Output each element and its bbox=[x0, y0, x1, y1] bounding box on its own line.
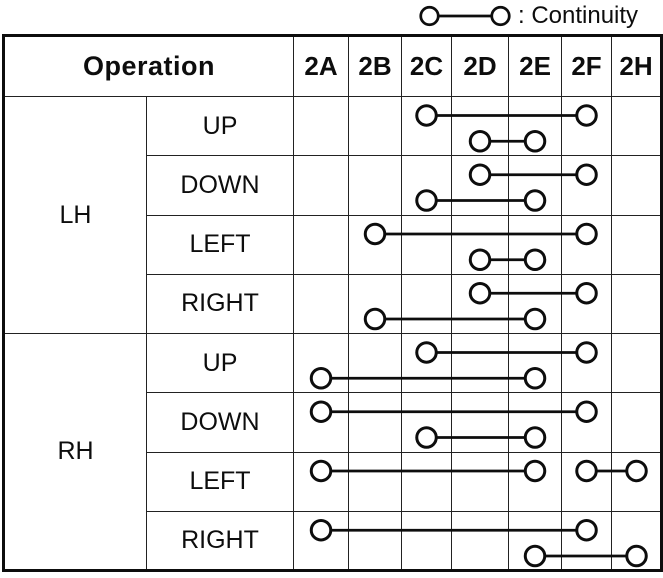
grid-cell bbox=[293, 510, 350, 572]
terminal-header-2b: 2B bbox=[348, 35, 403, 97]
grid-cell bbox=[561, 273, 613, 335]
grid-cell bbox=[508, 392, 563, 453]
grid-cell bbox=[401, 273, 453, 335]
grid-cell bbox=[561, 214, 613, 275]
grid-cell bbox=[348, 214, 403, 275]
grid-cell bbox=[348, 332, 403, 394]
direction-label: DOWN bbox=[145, 392, 295, 453]
operation-row: RH UP bbox=[3, 332, 663, 571]
grid-cell bbox=[611, 510, 663, 572]
grid-cell bbox=[561, 95, 613, 157]
grid-cell bbox=[611, 214, 663, 275]
grid-cell bbox=[611, 332, 663, 394]
grid-cell bbox=[611, 95, 663, 157]
terminal-header-2e: 2E bbox=[508, 35, 563, 97]
grid-cell bbox=[293, 392, 350, 453]
grid-cell bbox=[451, 451, 510, 512]
group-label-rh: RH bbox=[3, 333, 147, 571]
grid-cell bbox=[401, 95, 453, 157]
table-region: Operation 2A 2B 2C 2D 2E 2F 2H LH UP DO bbox=[2, 34, 663, 572]
grid-cell bbox=[561, 332, 613, 394]
grid-cell bbox=[611, 273, 663, 335]
grid-cell bbox=[451, 155, 510, 216]
grid-cell bbox=[561, 155, 613, 216]
grid-cell bbox=[451, 392, 510, 453]
terminal-header-2a: 2A bbox=[293, 35, 350, 97]
grid-cell bbox=[451, 510, 510, 572]
grid-cell bbox=[561, 510, 613, 572]
grid-cell bbox=[451, 214, 510, 275]
operation-row: RIGHT bbox=[4, 273, 663, 335]
grid-cell bbox=[451, 95, 510, 157]
grid-cell bbox=[401, 332, 453, 394]
direction-label: UP bbox=[145, 95, 295, 157]
operation-header: Operation bbox=[2, 35, 295, 97]
grid-cell bbox=[348, 273, 403, 335]
header-row: Operation 2A 2B 2C 2D 2E 2F 2H bbox=[2, 35, 663, 97]
grid-cell bbox=[293, 451, 350, 512]
grid-cell bbox=[293, 332, 350, 394]
grid-cell bbox=[293, 214, 350, 275]
terminal-header-2d: 2D bbox=[451, 35, 510, 97]
direction-label: RIGHT bbox=[145, 510, 295, 572]
grid-cell bbox=[401, 155, 453, 216]
grid-cell bbox=[293, 155, 350, 216]
terminal-header-2h: 2H bbox=[611, 35, 663, 97]
group-label-lh: LH bbox=[3, 96, 147, 334]
grid-cell bbox=[348, 155, 403, 216]
operation-row: LEFT bbox=[4, 214, 663, 275]
direction-label: LEFT bbox=[145, 451, 295, 512]
grid-cell bbox=[611, 155, 663, 216]
grid-cell bbox=[348, 95, 403, 157]
continuity-table: Operation 2A 2B 2C 2D 2E 2F 2H LH UP DO bbox=[2, 34, 663, 572]
grid-cell bbox=[293, 95, 350, 157]
grid-cell bbox=[348, 451, 403, 512]
direction-label: DOWN bbox=[145, 155, 295, 216]
grid-cell bbox=[508, 95, 563, 157]
grid-cell bbox=[451, 273, 510, 335]
direction-label: LEFT bbox=[145, 214, 295, 275]
grid-cell bbox=[508, 214, 563, 275]
grid-cell bbox=[451, 332, 510, 394]
grid-cell bbox=[401, 214, 453, 275]
grid-cell bbox=[401, 392, 453, 453]
grid-cell bbox=[401, 451, 453, 512]
terminal-header-2c: 2C bbox=[401, 35, 453, 97]
terminal-header-2f: 2F bbox=[561, 35, 613, 97]
grid-cell bbox=[508, 155, 563, 216]
grid-cell bbox=[611, 392, 663, 453]
operation-row: LH UP bbox=[3, 95, 663, 334]
grid-cell bbox=[508, 510, 563, 572]
grid-cell bbox=[508, 273, 563, 335]
grid-cell bbox=[561, 392, 613, 453]
continuity-legend: : Continuity bbox=[418, 1, 638, 31]
grid-cell bbox=[561, 451, 613, 512]
grid-cell bbox=[348, 392, 403, 453]
grid-cell bbox=[508, 332, 563, 394]
direction-label: RIGHT bbox=[145, 273, 295, 335]
grid-cell bbox=[401, 510, 453, 572]
continuity-legend-label: : Continuity bbox=[518, 2, 639, 29]
direction-label: UP bbox=[145, 332, 295, 394]
grid-cell bbox=[348, 510, 403, 572]
grid-cell bbox=[293, 273, 350, 335]
continuity-icon bbox=[419, 5, 511, 27]
grid-cell bbox=[611, 451, 663, 512]
grid-cell bbox=[508, 451, 563, 512]
